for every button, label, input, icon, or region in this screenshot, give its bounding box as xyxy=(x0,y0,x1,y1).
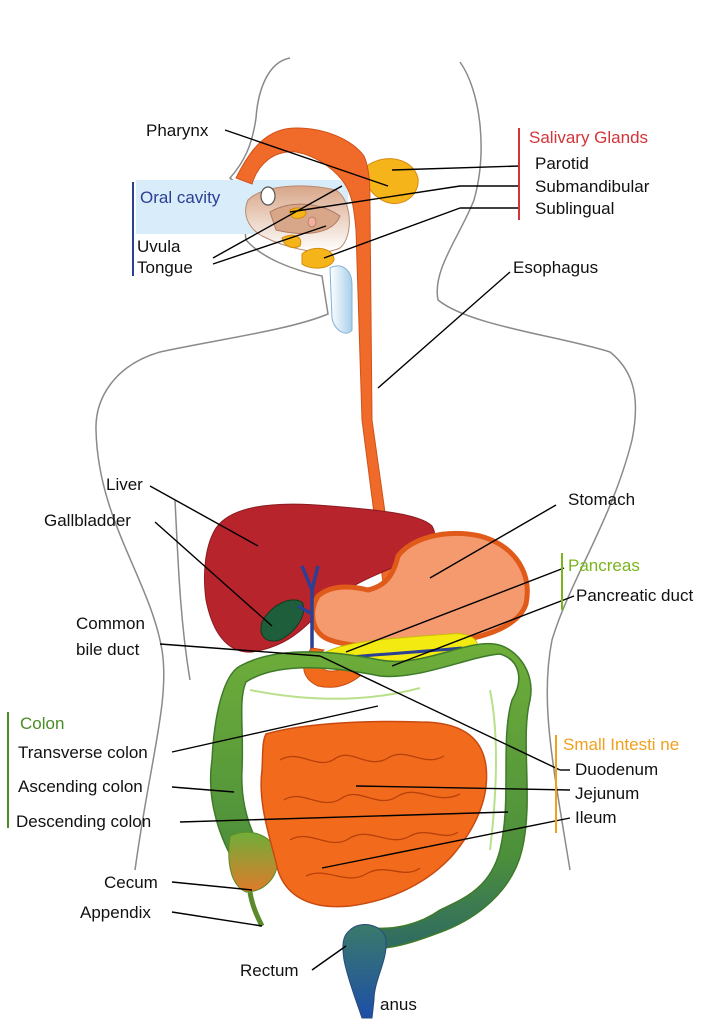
label-ascending-colon: Ascending colon xyxy=(18,777,143,796)
label-parotid: Parotid xyxy=(535,154,589,173)
liver xyxy=(203,503,436,653)
label-common-bile-duct-1: Common xyxy=(76,614,145,633)
label-ileum: Ileum xyxy=(575,808,617,827)
rectum xyxy=(342,924,387,1019)
label-uvula: Uvula xyxy=(137,237,181,256)
small-intestine-folds xyxy=(279,753,461,879)
gallbladder xyxy=(260,599,304,642)
trachea xyxy=(329,265,353,334)
uvula xyxy=(307,216,317,228)
oral-cavity-title: Oral cavity xyxy=(140,188,221,207)
label-gallbladder: Gallbladder xyxy=(44,511,131,530)
label-duodenum: Duodenum xyxy=(575,760,658,779)
small-intestine xyxy=(260,720,488,908)
label-cecum: Cecum xyxy=(104,873,158,892)
body-outline xyxy=(95,57,637,871)
label-liver: Liver xyxy=(106,475,143,494)
label-transverse-colon: Transverse colon xyxy=(18,743,148,762)
label-appendix: Appendix xyxy=(80,903,151,922)
salivary-glands-title: Salivary Glands xyxy=(529,128,648,147)
label-pancreatic-duct: Pancreatic duct xyxy=(576,586,693,605)
label-sublingual: Sublingual xyxy=(535,199,614,218)
label-common-bile-duct-2: bile duct xyxy=(76,640,140,659)
label-tongue: Tongue xyxy=(137,258,193,277)
leader-lines xyxy=(149,129,575,971)
label-submandibular: Submandibular xyxy=(535,177,650,196)
label-descending-colon: Descending colon xyxy=(16,812,151,831)
label-jejunum: Jejunum xyxy=(575,784,639,803)
appendix xyxy=(247,891,265,928)
label-stomach: Stomach xyxy=(568,490,635,509)
oral-opening xyxy=(260,186,276,206)
cecum xyxy=(228,831,279,893)
small-intestine-title: Small Intesti ne xyxy=(563,735,679,754)
label-rectum: Rectum xyxy=(240,961,299,980)
label-anus: anus xyxy=(380,995,417,1014)
label-esophagus: Esophagus xyxy=(513,258,598,277)
label-pharynx: Pharynx xyxy=(146,121,209,140)
pancreas-title: Pancreas xyxy=(568,556,640,575)
tongue xyxy=(269,203,341,234)
colon-title: Colon xyxy=(20,714,64,733)
